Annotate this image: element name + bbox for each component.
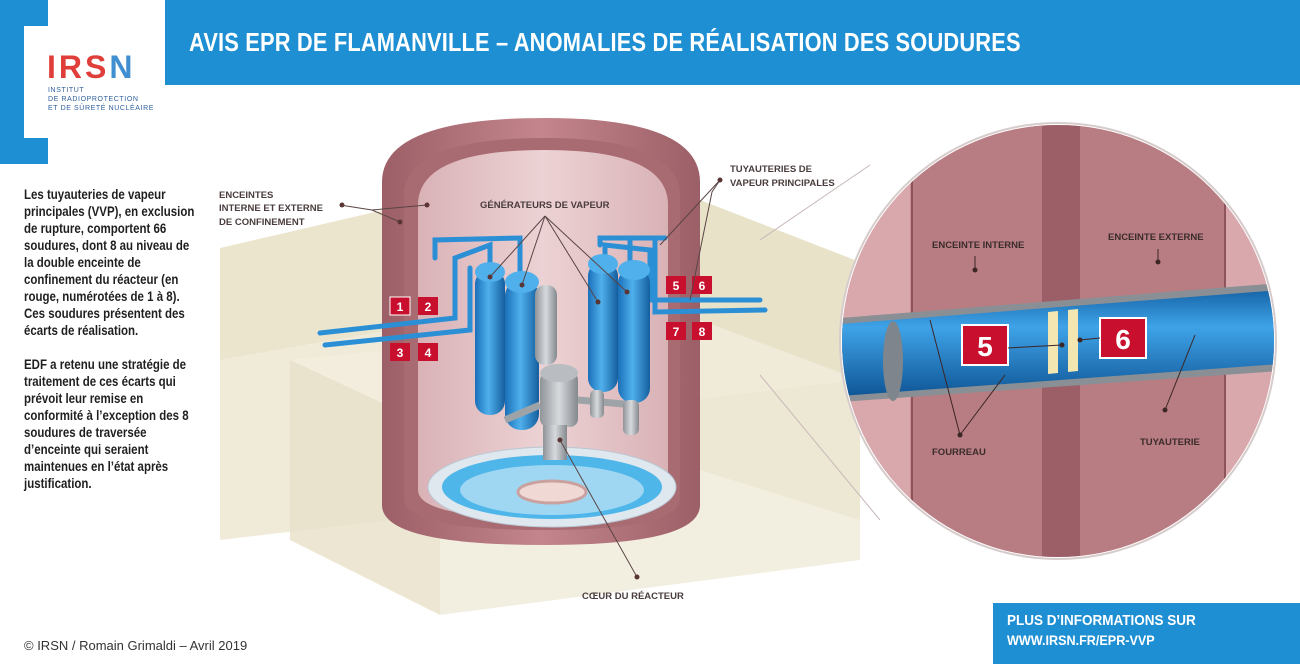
zoom-weld-6: 6 xyxy=(1099,317,1147,359)
weld-marker-3: 3 xyxy=(390,343,410,361)
zoom-detail: 5 6 ENCEINTE INTERNE ENCEINTE EXTERNE FO… xyxy=(839,122,1277,560)
steam-generators xyxy=(475,254,650,430)
svg-text:7: 7 xyxy=(673,325,680,339)
reactor-vessel xyxy=(503,364,639,460)
weld-marker-5: 5 xyxy=(666,276,686,294)
label-enceinte-externe: ENCEINTE EXTERNE xyxy=(1108,232,1204,243)
steam-pipes xyxy=(317,235,768,348)
title-bar: AVIS EPR DE FLAMANVILLE – ANOMALIES DE R… xyxy=(165,0,1300,85)
more-info-title: PLUS D’INFORMATIONS SUR xyxy=(1007,612,1196,629)
label-enceintes-2: INTERNE ET EXTERNE xyxy=(219,203,323,214)
svg-text:3: 3 xyxy=(397,346,404,360)
weld-marker-7: 7 xyxy=(666,322,686,340)
weld-marker-6: 6 xyxy=(692,276,712,294)
weld-marker-2: 2 xyxy=(418,297,438,315)
logo-subtitle: INSTITUT DE RADIOPROTECTION ET DE SÛRETÉ… xyxy=(48,86,154,113)
more-info-link[interactable]: WWW.IRSN.FR/EPR-VVP xyxy=(1007,632,1155,648)
weld-markers: 1 2 3 4 5 6 7 8 xyxy=(389,276,712,361)
more-info-box[interactable]: PLUS D’INFORMATIONS SUR WWW.IRSN.FR/EPR-… xyxy=(993,603,1300,664)
label-tuyauteries-2: VAPEUR PRINCIPALES xyxy=(730,178,835,189)
label-coeur: CŒUR DU RÉACTEUR xyxy=(582,591,684,602)
page-title: AVIS EPR DE FLAMANVILLE – ANOMALIES DE R… xyxy=(189,27,1021,57)
svg-text:1: 1 xyxy=(397,300,404,314)
label-fourreau: FOURREAU xyxy=(932,447,986,458)
label-enceintes-1: ENCEINTES xyxy=(219,190,273,201)
label-enceintes-3: DE CONFINEMENT xyxy=(219,217,305,228)
logo-word: IRSN xyxy=(47,49,136,85)
intro-text: Les tuyauteries de vapeur principales (V… xyxy=(24,186,196,509)
logo-line-2: DE RADIOPROTECTION xyxy=(48,96,139,103)
svg-text:5: 5 xyxy=(673,279,680,293)
label-tuyauterie: TUYAUTERIE xyxy=(1140,437,1200,448)
logo-line-1: INSTITUT xyxy=(48,87,85,94)
label-generateurs: GÉNÉRATEURS DE VAPEUR xyxy=(480,200,610,211)
label-tuyauteries-1: TUYAUTERIES DE xyxy=(730,164,812,175)
svg-text:6: 6 xyxy=(1115,324,1131,355)
svg-text:4: 4 xyxy=(425,346,432,360)
svg-text:8: 8 xyxy=(699,325,706,339)
logo-line-3: ET DE SÛRETÉ NUCLÉAIRE xyxy=(48,105,155,112)
weld-marker-1: 1 xyxy=(389,296,411,316)
reactor-pool xyxy=(427,446,677,528)
intro-paragraph-1: Les tuyauteries de vapeur principales (V… xyxy=(24,186,195,338)
svg-text:6: 6 xyxy=(699,279,706,293)
zoom-weld-5: 5 xyxy=(961,324,1009,366)
irsn-logo: IRSN INSTITUT DE RADIOPROTECTION ET DE S… xyxy=(24,26,164,138)
intro-paragraph-2: EDF a retenu une stratégie de traitement… xyxy=(24,356,189,491)
leader-lines xyxy=(339,164,881,578)
leader-dots xyxy=(339,177,723,580)
weld-marker-8: 8 xyxy=(692,322,712,340)
credit-text: © IRSN / Romain Grimaldi – Avril 2019 xyxy=(24,638,248,653)
label-enceinte-interne: ENCEINTE INTERNE xyxy=(932,240,1024,251)
svg-text:2: 2 xyxy=(425,300,432,314)
weld-marker-4: 4 xyxy=(418,343,438,361)
svg-text:5: 5 xyxy=(977,331,993,362)
